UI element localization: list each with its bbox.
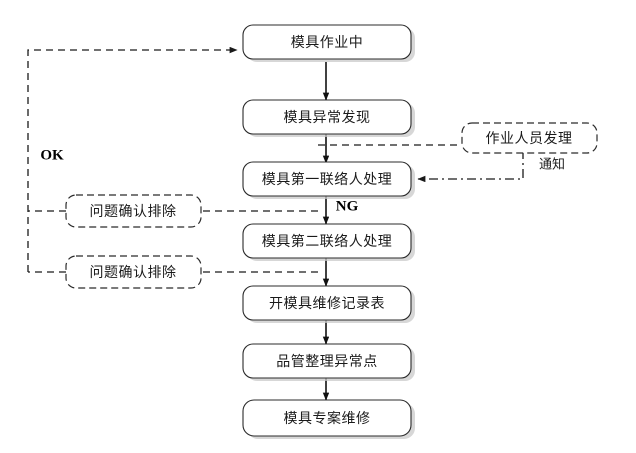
node-label: 模具专案维修 xyxy=(284,410,371,427)
node-box xyxy=(242,285,412,321)
node-label: 开模具维修记录表 xyxy=(269,296,385,312)
node-box xyxy=(242,399,412,437)
edge-ok-return-to-n1 xyxy=(27,46,238,272)
edge-notify-d3-to-n3 xyxy=(417,150,524,183)
node-label: 模具第一联络人处理 xyxy=(262,171,393,188)
label-ng: NG xyxy=(336,198,359,214)
node-first-contact-handling[interactable]: 模具第一联络人处理 xyxy=(242,161,415,199)
node-label: 作业人员发理 xyxy=(486,131,573,147)
node-box xyxy=(242,223,412,259)
node-label: 品管整理异常点 xyxy=(276,354,378,370)
node-mold-operating[interactable]: 模具作业中 xyxy=(242,24,415,62)
node-label: 问题确认排除 xyxy=(90,265,177,281)
node-second-contact-handling[interactable]: 模具第二联络人处理 xyxy=(242,223,415,261)
node-label: 模具第二联络人处理 xyxy=(262,233,393,250)
node-open-repair-record[interactable]: 开模具维修记录表 xyxy=(242,285,415,323)
node-box xyxy=(242,343,412,379)
node-box xyxy=(242,24,412,60)
node-issue-confirmed-cleared-1[interactable]: 问题确认排除 xyxy=(65,194,202,228)
node-box xyxy=(65,194,202,228)
node-operator-handling[interactable]: 作业人员发理 xyxy=(461,122,598,154)
node-qc-compile-issues[interactable]: 品管整理异常点 xyxy=(242,343,415,381)
node-label: 模具作业中 xyxy=(291,35,364,51)
label-notify: 通知 xyxy=(539,157,565,173)
node-special-project-repair[interactable]: 模具专案维修 xyxy=(242,399,415,439)
connectors xyxy=(27,46,524,401)
node-abnormality-found[interactable]: 模具异常发现 xyxy=(242,99,415,137)
node-label: 问题确认排除 xyxy=(90,204,177,220)
node-box xyxy=(65,255,202,289)
node-issue-confirmed-cleared-2[interactable]: 问题确认排除 xyxy=(65,255,202,289)
label-ok: OK xyxy=(40,147,64,163)
node-box xyxy=(242,161,412,197)
node-box xyxy=(242,99,412,135)
node-label: 模具异常发现 xyxy=(284,110,371,126)
node-box xyxy=(461,122,598,154)
